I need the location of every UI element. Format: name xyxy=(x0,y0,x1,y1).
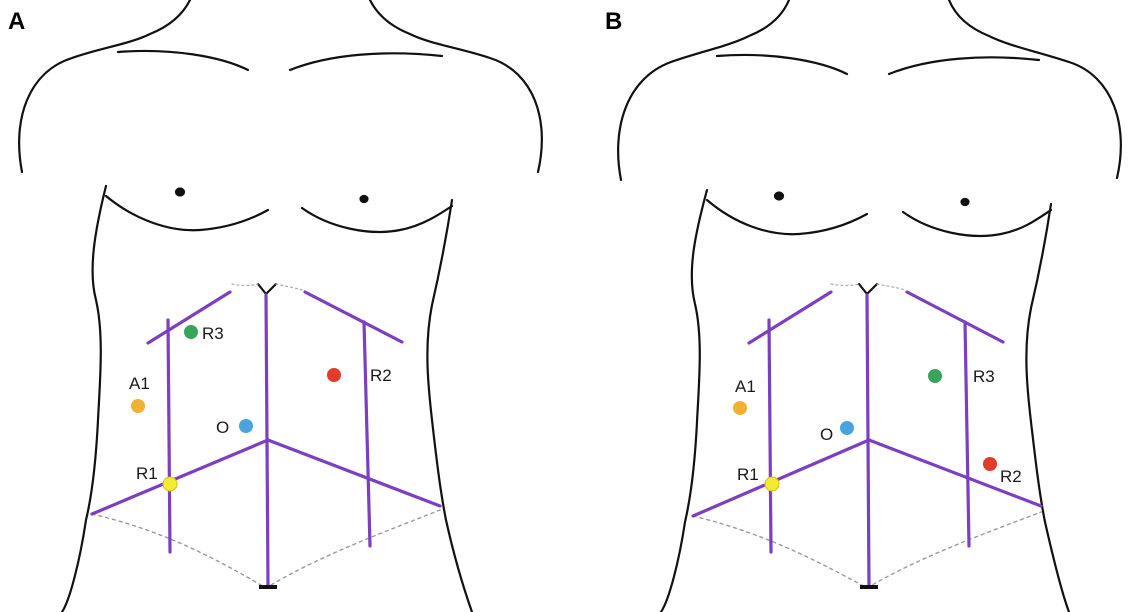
label-r3-b: R3 xyxy=(973,367,995,386)
panel-b: B xyxy=(569,0,1129,612)
guide-lines-a xyxy=(92,292,440,586)
point-o-b xyxy=(840,421,854,435)
labels-b: A1 R3 O R1 R2 xyxy=(735,367,1022,486)
label-a1-a: A1 xyxy=(129,374,150,393)
point-r3-b xyxy=(928,369,942,383)
label-o-a: O xyxy=(216,418,229,437)
point-r1-b xyxy=(765,477,779,491)
point-r1-a xyxy=(163,477,177,491)
guide-lines-b xyxy=(693,292,1041,586)
point-r2-a xyxy=(327,368,341,382)
point-a1-b xyxy=(733,401,747,415)
label-r2-b: R2 xyxy=(1000,467,1022,486)
point-r2-b xyxy=(983,457,997,471)
torso-diagram-b: A1 R3 O R1 R2 xyxy=(569,0,1129,612)
label-a1-b: A1 xyxy=(735,377,756,396)
points-a xyxy=(131,325,341,491)
torso-outline-a xyxy=(19,0,542,612)
umbilicus-marker-a xyxy=(259,585,277,589)
torso-diagram-a: R3 A1 R2 O R1 xyxy=(0,0,560,612)
label-r2-a: R2 xyxy=(370,366,392,385)
label-r3-a: R3 xyxy=(202,324,224,343)
panel-a: A xyxy=(0,0,560,612)
point-o-a xyxy=(239,419,253,433)
point-r3-a xyxy=(184,325,198,339)
label-r1-b: R1 xyxy=(737,465,759,484)
umbilicus-marker-b xyxy=(860,585,878,589)
label-o-b: O xyxy=(820,425,833,444)
point-a1-a xyxy=(131,399,145,413)
label-r1-a: R1 xyxy=(136,464,158,483)
